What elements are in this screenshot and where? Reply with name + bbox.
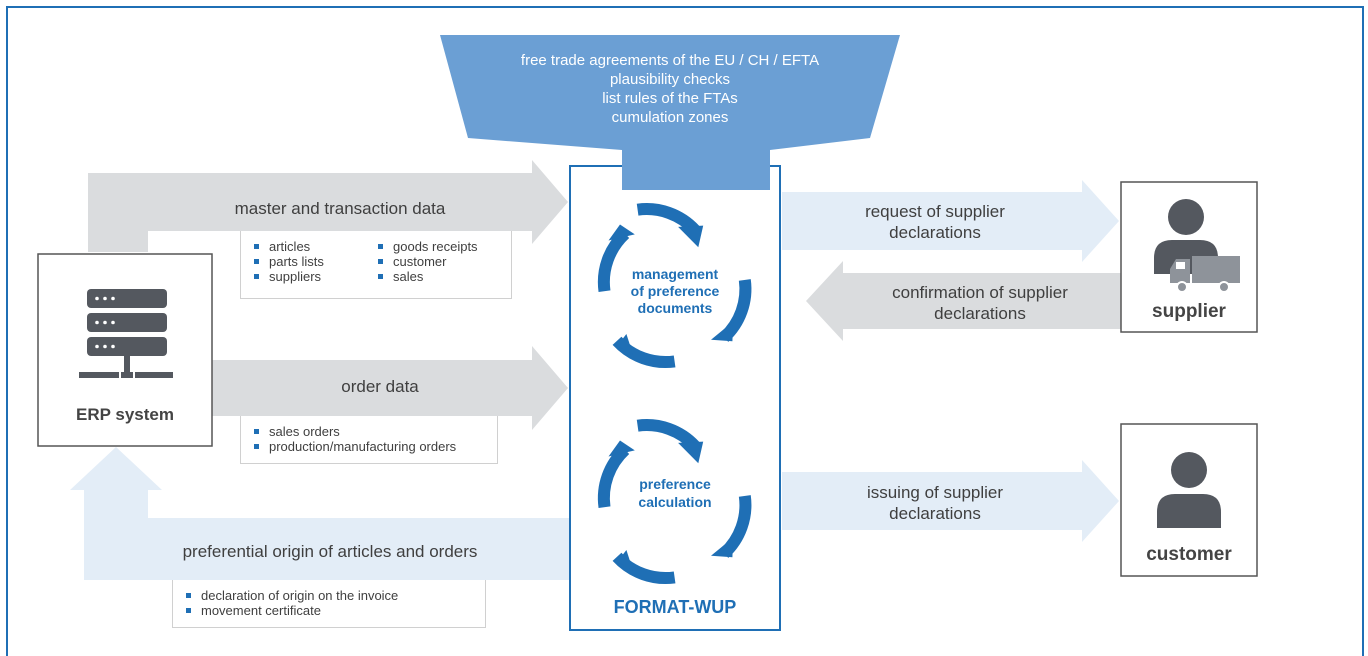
request-line: request of supplier: [865, 202, 1005, 221]
funnel-shape: [440, 35, 900, 190]
erp-system-label: ERP system: [76, 405, 174, 424]
management-label: management of preference documents: [610, 266, 740, 317]
confirmation-line: declarations: [934, 304, 1026, 323]
master-data-items: articles parts lists suppliers goods rec…: [240, 231, 512, 299]
issuing-line: issuing of supplier: [866, 483, 1004, 502]
order-data-items: sales orders production/manufacturing or…: [240, 416, 498, 464]
preferential-origin-items: declaration of origin on the invoice mov…: [172, 580, 486, 628]
list-item: declaration of origin on the invoice: [185, 588, 398, 603]
request-arrow: [782, 180, 1119, 262]
management-line: of preference: [630, 283, 720, 299]
issuing-label: issuing of supplier declarations: [800, 482, 1070, 524]
preferential-origin-arrow: [70, 447, 572, 580]
customer-person-icon: [1157, 452, 1221, 528]
funnel-line: list rules of the FTAs: [602, 90, 738, 107]
supplier-label: supplier: [1152, 301, 1226, 322]
order-data-arrow: [210, 346, 568, 430]
issuing-arrow: [782, 460, 1119, 542]
confirmation-label: confirmation of supplier declarations: [845, 282, 1115, 324]
request-line: declarations: [889, 223, 981, 242]
preferential-origin-label: preferential origin of articles and orde…: [182, 542, 478, 561]
list-item: suppliers: [253, 269, 324, 284]
calculation-line: preference: [639, 476, 711, 492]
format-wup-title: FORMAT-WUP: [613, 597, 737, 617]
funnel-line: free trade agreements of the EU / CH / E…: [520, 52, 820, 69]
confirmation-arrow: [806, 261, 1122, 341]
list-item: sales: [377, 269, 478, 284]
customer-label: customer: [1146, 544, 1232, 565]
truck-icon: [1170, 256, 1240, 293]
list-item: movement certificate: [185, 603, 398, 618]
cycle-arrowheads-bottom: [608, 440, 734, 571]
diagram-frame: [6, 6, 1364, 656]
issuing-line: declarations: [889, 504, 981, 523]
management-line: documents: [637, 300, 713, 316]
master-data-label: master and transaction data: [234, 199, 446, 218]
funnel-line: cumulation zones: [611, 109, 729, 126]
order-data-label: order data: [341, 377, 419, 396]
list-item: production/manufacturing orders: [253, 439, 456, 454]
master-data-arrow: [88, 160, 568, 252]
management-line: management: [631, 266, 719, 282]
format-wup-box: [569, 165, 781, 631]
confirmation-line: confirmation of supplier: [892, 283, 1068, 302]
calculation-line: calculation: [638, 494, 712, 510]
funnel-line: plausibility checks: [609, 71, 731, 88]
list-item: sales orders: [253, 424, 456, 439]
list-item: customer: [377, 254, 478, 269]
server-icon: [79, 289, 173, 378]
list-item: goods receipts: [377, 239, 478, 254]
request-label: request of supplier declarations: [800, 201, 1070, 243]
cycle-arrowheads-top: [608, 224, 734, 355]
list-item: parts lists: [253, 254, 324, 269]
list-item: articles: [253, 239, 324, 254]
funnel-text: free trade agreements of the EU / CH / E…: [470, 51, 870, 127]
preference-calculation-label: preference calculation: [610, 475, 740, 511]
